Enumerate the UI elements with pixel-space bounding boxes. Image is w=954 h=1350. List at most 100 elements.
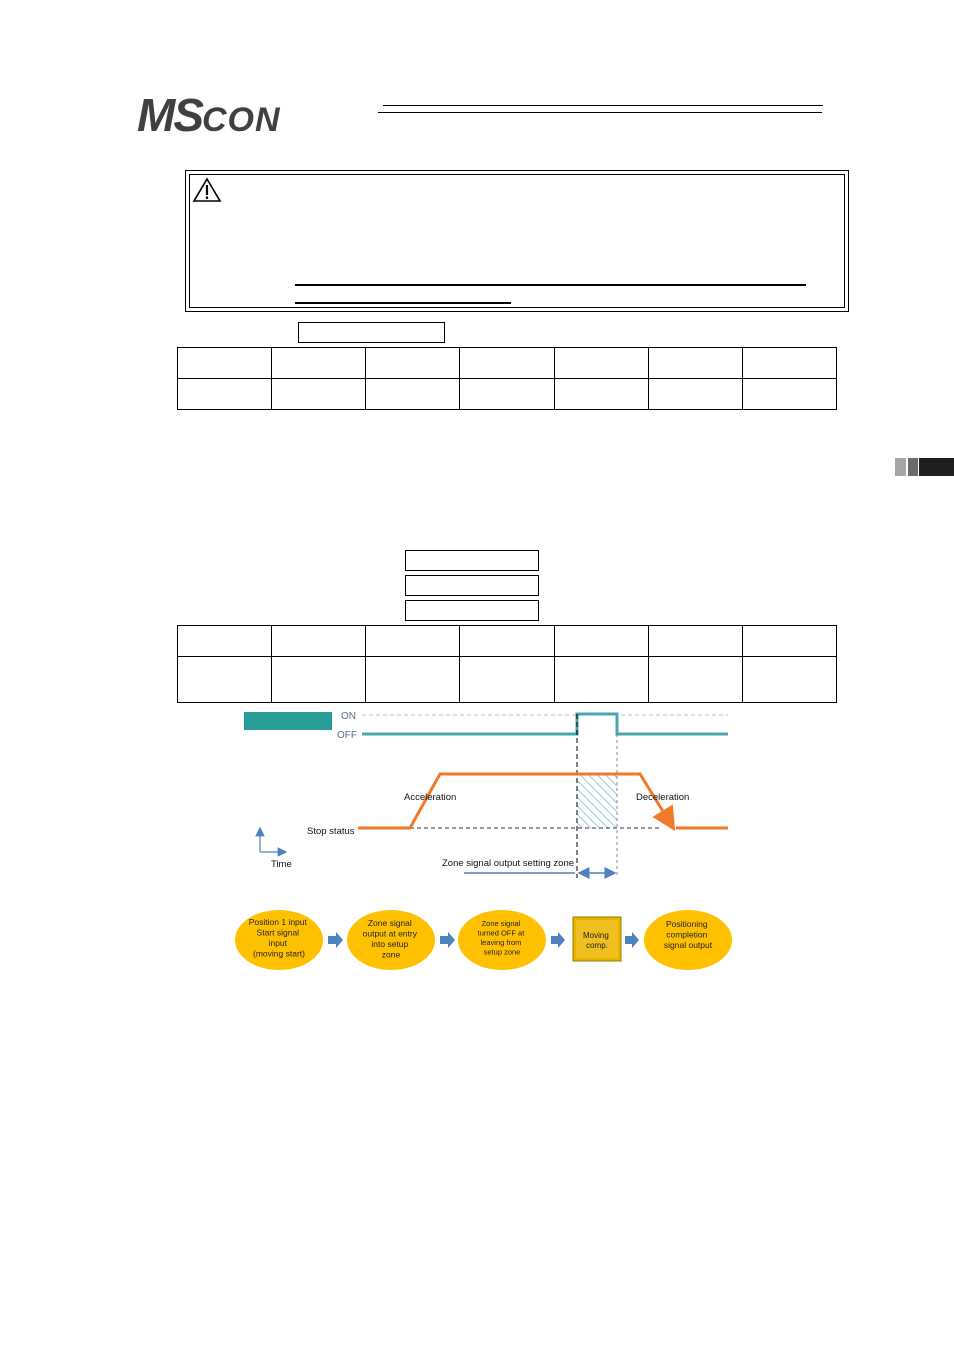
flow-step-line: leaving from (481, 938, 522, 947)
table-cell (553, 625, 649, 657)
zone-setting-label: Zone signal output setting zone (442, 858, 574, 869)
header-rule-bottom (378, 112, 822, 113)
flow-step-text: Zone signal turned OFF at leaving from s… (478, 919, 527, 957)
mscon-logo: MSCON (137, 92, 281, 138)
off-label: OFF (337, 730, 357, 741)
flow-step-line: Moving (583, 931, 609, 940)
table-cell (176, 378, 273, 410)
flow-step-line: signal output (664, 940, 713, 950)
flow-step-box-inner (576, 920, 618, 958)
table-cell (741, 656, 838, 703)
stop-status-label: Stop status (307, 826, 355, 837)
parameter-table-2 (176, 625, 838, 703)
flow-step-line: completion (666, 930, 707, 940)
table-cell (459, 347, 555, 379)
table-cell (553, 378, 649, 410)
flow-step-line: input (269, 938, 288, 948)
time-label: Time (271, 859, 292, 870)
flow-step-line: Positioning (666, 919, 708, 929)
flow-step-ellipse (458, 910, 546, 970)
table-cell (271, 378, 367, 410)
flow-step-ellipse (235, 910, 323, 970)
chapter-tab-dark (919, 458, 954, 476)
flow-step-line: comp. (586, 941, 608, 950)
parameter-box (405, 600, 539, 621)
table-cell (647, 347, 743, 379)
flow-arrow-icon (328, 932, 343, 948)
table-cell (459, 378, 555, 410)
table-cell (741, 625, 838, 657)
flow-step-line: Position 1 input (249, 917, 308, 927)
chapter-tab-mid (908, 458, 918, 476)
caution-box (185, 170, 849, 312)
flow-step-ellipse (644, 910, 732, 970)
table-cell (176, 625, 273, 657)
parameter-table-1 (176, 347, 838, 410)
operation-flow-diagram: Position 1 input Start signal input (mov… (235, 910, 732, 970)
header-rule-top (383, 105, 823, 106)
flow-step-line: Zone signal (482, 919, 521, 928)
flow-step-line: setup zone (484, 948, 521, 957)
flow-step-ellipse (347, 910, 435, 970)
flow-step-line: into setup (371, 939, 408, 949)
table-cell (271, 656, 367, 703)
table-cell (647, 378, 743, 410)
table-cell (459, 656, 555, 703)
zone-timing-diagram: ON OFF Acceleration Deceleration Stop st… (244, 711, 728, 879)
on-label: ON (341, 711, 356, 722)
caution-underline-2 (295, 302, 511, 304)
table-cell (176, 347, 273, 379)
table-cell (459, 625, 555, 657)
caution-underline-1 (295, 284, 806, 286)
acceleration-label: Acceleration (404, 792, 456, 803)
table-cell (271, 347, 367, 379)
flow-arrow-icon (625, 932, 639, 948)
flow-step-4: Moving comp. (572, 916, 622, 962)
caution-box-inner (189, 174, 845, 308)
flow-step-2: Zone signal output at entry into setup z… (347, 910, 435, 970)
table-row (176, 378, 838, 410)
logo-ms: MS (137, 89, 204, 141)
table-cell (271, 625, 367, 657)
table-cell (365, 656, 461, 703)
flow-step-1: Position 1 input Start signal input (mov… (235, 910, 323, 970)
table-cell (741, 347, 838, 379)
flow-arrow-icon (440, 932, 455, 948)
flow-step-line: (moving start) (253, 949, 305, 959)
flow-step-text: Moving comp. (583, 931, 611, 950)
zone-signal-waveform (362, 712, 728, 736)
flow-step-5: Positioning completion signal output (644, 910, 732, 970)
table-row (176, 656, 838, 703)
parameter-box (405, 550, 539, 571)
table-cell (647, 656, 743, 703)
table-row (176, 625, 838, 657)
table-cell (176, 656, 273, 703)
flow-step-line: zone (382, 950, 401, 960)
flow-step-line: Start signal (257, 928, 300, 938)
warning-triangle-icon (192, 177, 222, 208)
flow-step-line: turned OFF at (478, 929, 526, 938)
deceleration-label: Deceleration (636, 792, 689, 803)
flow-arrow-icon (551, 932, 565, 948)
table-cell (553, 347, 649, 379)
parameter-box (405, 575, 539, 596)
chapter-tab-light (895, 458, 906, 476)
table-cell (365, 378, 461, 410)
flow-step-text: Position 1 input Start signal input (mov… (249, 917, 310, 959)
flow-step-3: Zone signal turned OFF at leaving from s… (458, 910, 546, 970)
flow-step-text: Positioning completion signal output (664, 919, 713, 950)
logo-con: CON (202, 101, 281, 139)
zone-hatched-area (577, 774, 617, 828)
table-cell (365, 347, 461, 379)
signal-label-bar (244, 712, 332, 730)
flow-step-line: output at entry (363, 929, 418, 939)
flow-step-text: Zone signal output at entry into setup z… (363, 918, 420, 960)
table-cell (741, 378, 838, 410)
table-cell (365, 625, 461, 657)
table-cell (647, 625, 743, 657)
parameter-box (298, 322, 445, 343)
flow-step-line: Zone signal (368, 918, 412, 928)
speed-profile (358, 772, 676, 832)
table-row (176, 347, 838, 379)
table-cell (553, 656, 649, 703)
